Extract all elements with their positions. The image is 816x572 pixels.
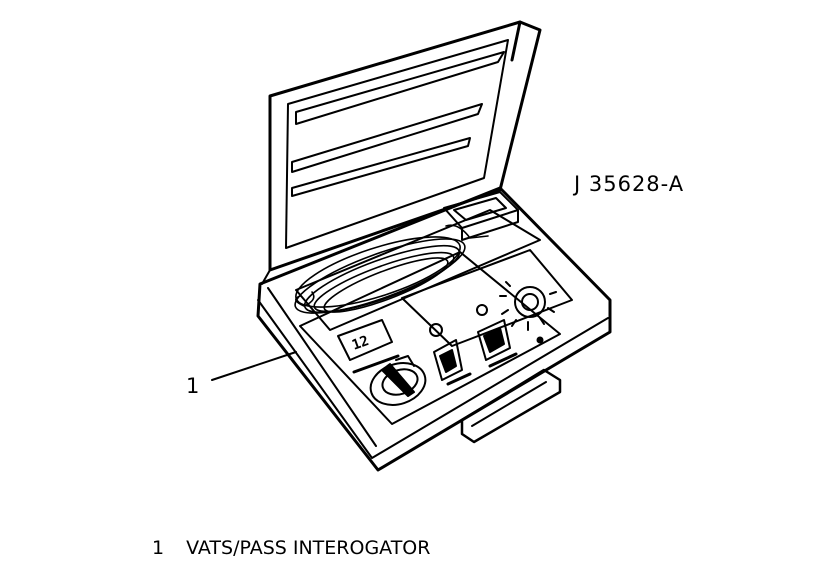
case-lid <box>261 20 542 285</box>
display-reading: 12 <box>350 333 371 354</box>
carry-handle <box>460 368 562 444</box>
legend-item: 1 VATS/PASS INTEROGATOR <box>152 537 430 559</box>
callout-leader-line <box>211 351 297 381</box>
legend-label: VATS/PASS INTEROGATOR <box>186 537 431 559</box>
callout-number: 1 <box>186 374 200 398</box>
control-panel <box>401 249 573 368</box>
front-panel <box>337 319 472 406</box>
coiled-cable <box>294 224 489 314</box>
figure-id: J 35628-A <box>574 172 685 196</box>
connector-box <box>443 191 519 241</box>
legend-number: 1 <box>152 537 165 559</box>
